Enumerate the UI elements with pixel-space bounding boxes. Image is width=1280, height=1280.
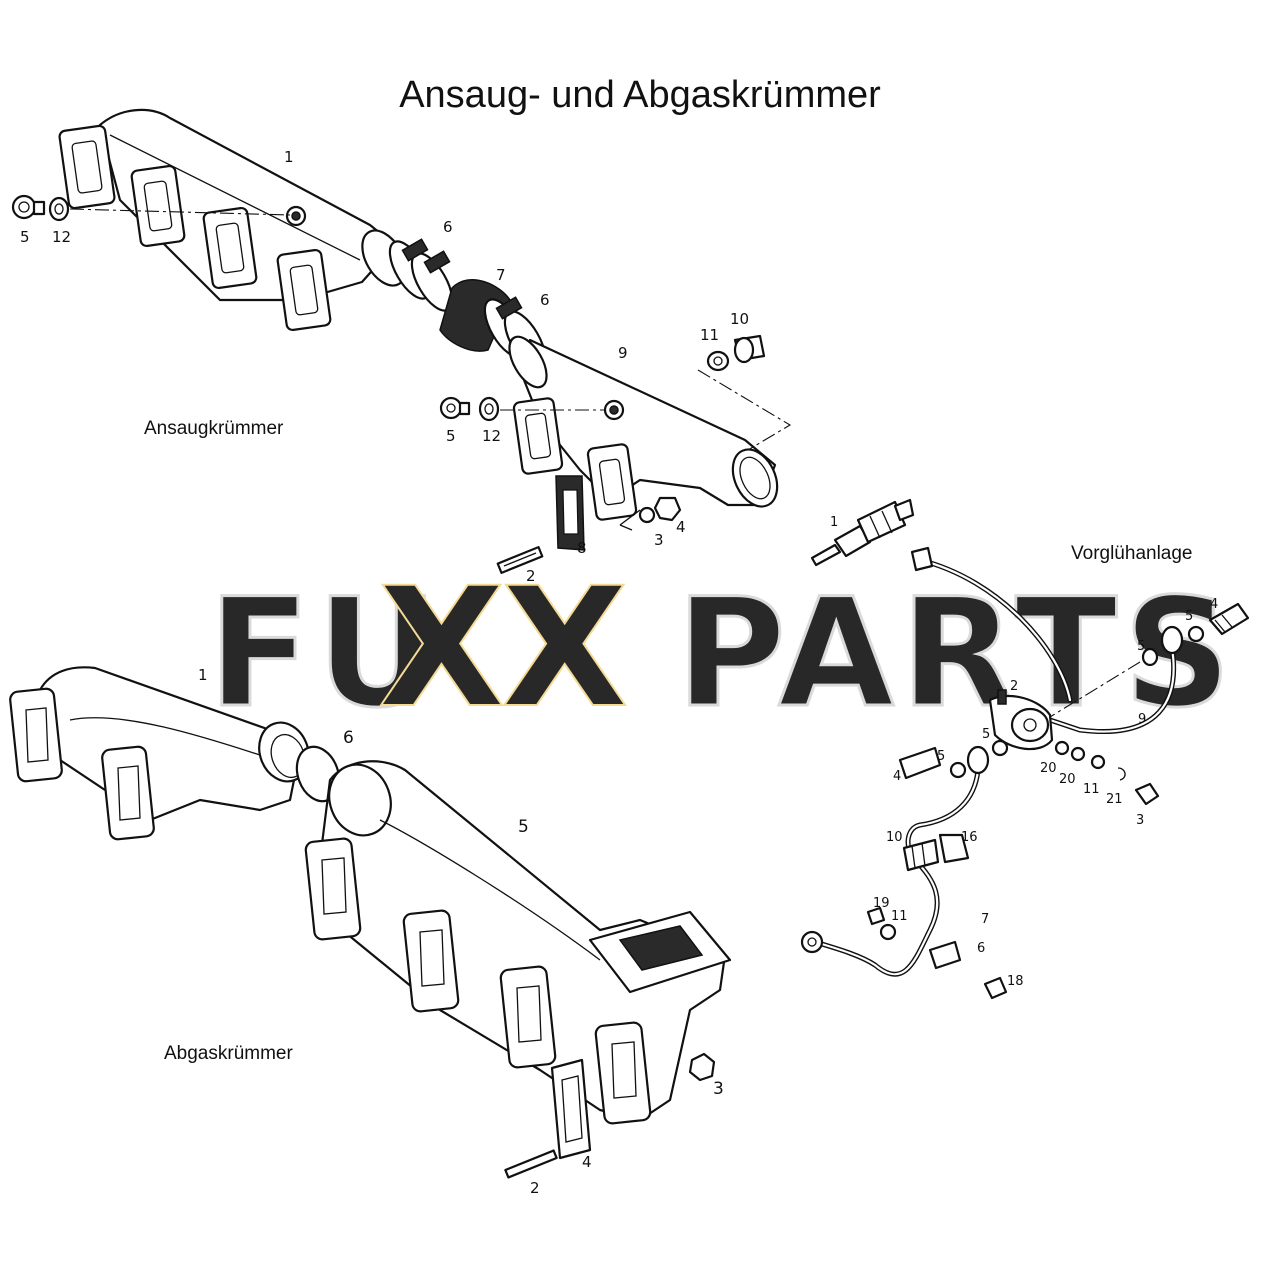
callout-intake-11: 11 bbox=[700, 326, 719, 344]
callout-glow-3: 3 bbox=[1136, 813, 1144, 828]
callout-intake-12b: 12 bbox=[482, 427, 501, 445]
callout-glow-4b: 4 bbox=[893, 769, 901, 784]
watermark-fu: FU bbox=[208, 567, 444, 741]
section-label-glow: Vorglühanlage bbox=[1071, 543, 1193, 564]
page-title: Ansaug- und Abgaskrümmer bbox=[399, 74, 881, 116]
callout-intake-6a: 6 bbox=[443, 218, 453, 236]
glow-callouts: 1 4 5 5 2 9 5 5 4 20 20 11 21 3 10 16 19… bbox=[830, 515, 1218, 989]
callout-intake-4: 4 bbox=[676, 518, 686, 536]
callout-glow-20a: 20 bbox=[1040, 761, 1057, 776]
intake-manifold-rear bbox=[508, 335, 779, 521]
callout-glow-2: 2 bbox=[1010, 679, 1018, 694]
callout-glow-9: 9 bbox=[1138, 712, 1146, 727]
callout-glow-5b: 5 bbox=[1137, 639, 1145, 654]
callout-exhaust-5: 5 bbox=[518, 817, 529, 837]
callout-glow-5c: 5 bbox=[937, 749, 945, 764]
callout-exhaust-4: 4 bbox=[582, 1153, 592, 1171]
callout-glow-19: 19 bbox=[873, 896, 890, 911]
callout-exhaust-3: 3 bbox=[713, 1079, 724, 1099]
callout-glow-11a: 11 bbox=[1083, 782, 1100, 797]
callout-exhaust-6: 6 bbox=[343, 728, 354, 748]
callout-intake-5b: 5 bbox=[446, 427, 456, 445]
glow-wiring bbox=[800, 546, 1250, 977]
callout-intake-8: 8 bbox=[577, 539, 587, 557]
callout-glow-7: 7 bbox=[981, 912, 989, 927]
callout-glow-11b: 11 bbox=[891, 909, 908, 924]
exhaust-manifold-rear bbox=[304, 760, 732, 1125]
callout-intake-2: 2 bbox=[526, 567, 536, 585]
callout-glow-5d: 5 bbox=[982, 727, 990, 742]
callout-exhaust-2: 2 bbox=[530, 1179, 540, 1197]
callout-intake-9: 9 bbox=[618, 344, 628, 362]
intake-manifold-front bbox=[58, 108, 407, 332]
watermark: FU XX PARTS bbox=[207, 551, 1237, 745]
glow-hardware bbox=[866, 746, 1008, 1000]
callout-glow-16: 16 bbox=[961, 830, 978, 845]
callout-intake-5: 5 bbox=[20, 228, 30, 246]
section-label-intake: Ansaugkrümmer bbox=[144, 418, 284, 439]
callout-glow-10: 10 bbox=[886, 830, 903, 845]
callout-glow-6: 6 bbox=[977, 941, 985, 956]
intake-small-parts bbox=[11, 194, 792, 574]
callout-glow-1: 1 bbox=[830, 515, 838, 530]
callout-glow-4a: 4 bbox=[1210, 597, 1218, 612]
intake-callouts: 1 5 12 6 7 6 9 11 10 5 12 8 3 4 2 bbox=[20, 148, 749, 585]
callout-intake-12: 12 bbox=[52, 228, 71, 246]
callout-intake-6b: 6 bbox=[540, 291, 550, 309]
watermark-xx: XX bbox=[378, 552, 625, 744]
glow-relay bbox=[988, 689, 1160, 806]
callout-intake-10: 10 bbox=[730, 310, 749, 328]
callout-intake-7: 7 bbox=[496, 266, 506, 284]
exhaust-small-parts bbox=[504, 1052, 716, 1179]
exhaust-manifold-front bbox=[9, 666, 341, 841]
callout-intake-1: 1 bbox=[284, 148, 294, 166]
callout-glow-21: 21 bbox=[1106, 792, 1123, 807]
callout-glow-5a: 5 bbox=[1185, 609, 1193, 624]
intake-gasket bbox=[555, 475, 585, 551]
exhaust-callouts: 1 6 5 3 4 2 bbox=[198, 666, 724, 1197]
callout-intake-3: 3 bbox=[654, 531, 664, 549]
callout-exhaust-1: 1 bbox=[198, 666, 208, 684]
callout-glow-20b: 20 bbox=[1059, 772, 1076, 787]
callout-glow-18: 18 bbox=[1007, 974, 1024, 989]
glow-plug bbox=[810, 498, 915, 567]
watermark-parts: PARTS bbox=[676, 567, 1237, 741]
section-label-exhaust: Abgaskrümmer bbox=[164, 1043, 293, 1064]
